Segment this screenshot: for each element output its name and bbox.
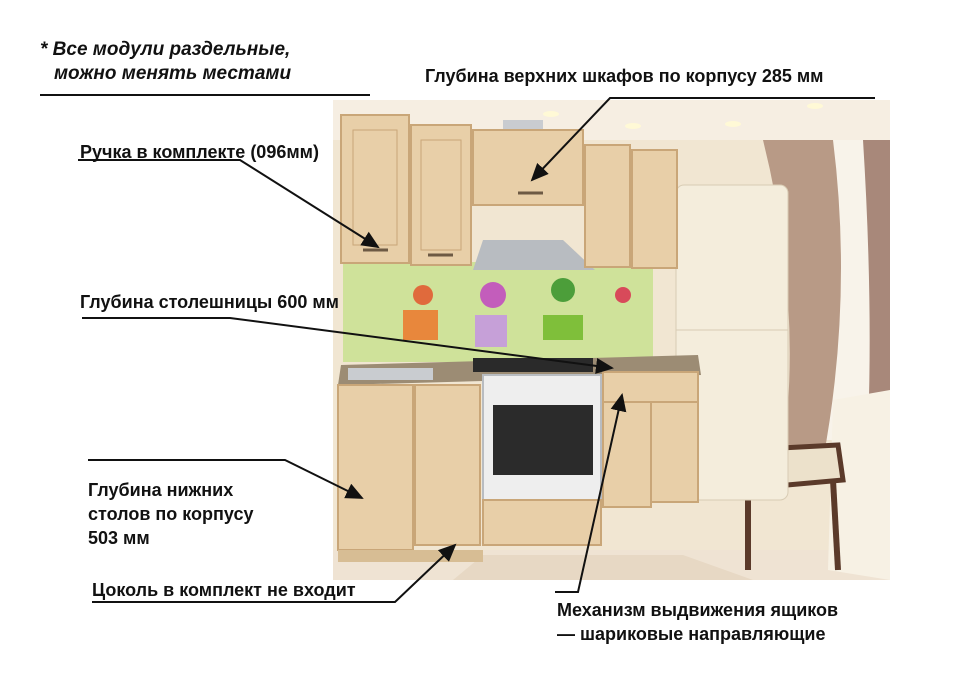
flower-4 xyxy=(615,287,631,303)
lower-depth-label: Глубина нижних столов по корпусу 503 мм xyxy=(88,478,253,550)
note-line-1: * Все модули раздельные, xyxy=(40,39,291,60)
kitchen-photo xyxy=(333,100,890,580)
floor-tile xyxy=(453,555,753,580)
flower-2 xyxy=(480,282,506,308)
lower-cabinets xyxy=(337,371,699,562)
upper-cabinets xyxy=(340,114,678,269)
lower-depth-line-1: Глубина нижних xyxy=(88,480,234,500)
handle-label: Ручка в комплекте (096мм) xyxy=(80,142,319,162)
drawer-mech-line-1: Механизм выдвижения ящиков xyxy=(557,600,839,620)
modules-note: * Все модули раздельные, можно менять ме… xyxy=(40,38,291,86)
pot-1 xyxy=(403,310,438,340)
plinth-label: Цоколь в комплект не входит xyxy=(92,580,356,600)
fridge xyxy=(675,184,789,501)
ceiling-light-1 xyxy=(543,111,559,117)
note-line-2: можно менять местами xyxy=(54,63,292,84)
countertop-depth-label: Глубина столешницы 600 мм xyxy=(80,292,339,312)
upper-depth-line xyxy=(530,97,875,182)
hood xyxy=(473,240,595,270)
drawer-mech-line xyxy=(555,393,627,593)
chair-leg-2 xyxy=(830,479,841,571)
countertop-line xyxy=(82,317,614,374)
pot-2 xyxy=(475,315,507,347)
drawer-mech-line-2: — шариковые направляющие xyxy=(557,624,826,644)
table xyxy=(828,390,890,580)
flower-3 xyxy=(551,278,575,302)
flower-1 xyxy=(413,285,433,305)
curtain-right xyxy=(863,140,890,430)
ceiling-light-2 xyxy=(625,123,641,129)
plinth-line xyxy=(92,543,457,603)
ceiling-light-3 xyxy=(725,121,741,127)
lower-depth-line-3: 503 мм xyxy=(88,528,150,548)
handle-line xyxy=(78,159,380,249)
pot-3 xyxy=(543,315,583,340)
lower-depth-line xyxy=(88,459,364,499)
lower-depth-line-2: столов по корпусу xyxy=(88,504,254,524)
note-underline xyxy=(40,94,370,96)
sink xyxy=(348,368,433,380)
ceiling-light-4 xyxy=(807,103,823,109)
drawer-mech-label: Механизм выдвижения ящиков — шариковые н… xyxy=(557,598,838,646)
upper-depth-label: Глубина верхних шкафов по корпусу 285 мм xyxy=(425,66,824,86)
